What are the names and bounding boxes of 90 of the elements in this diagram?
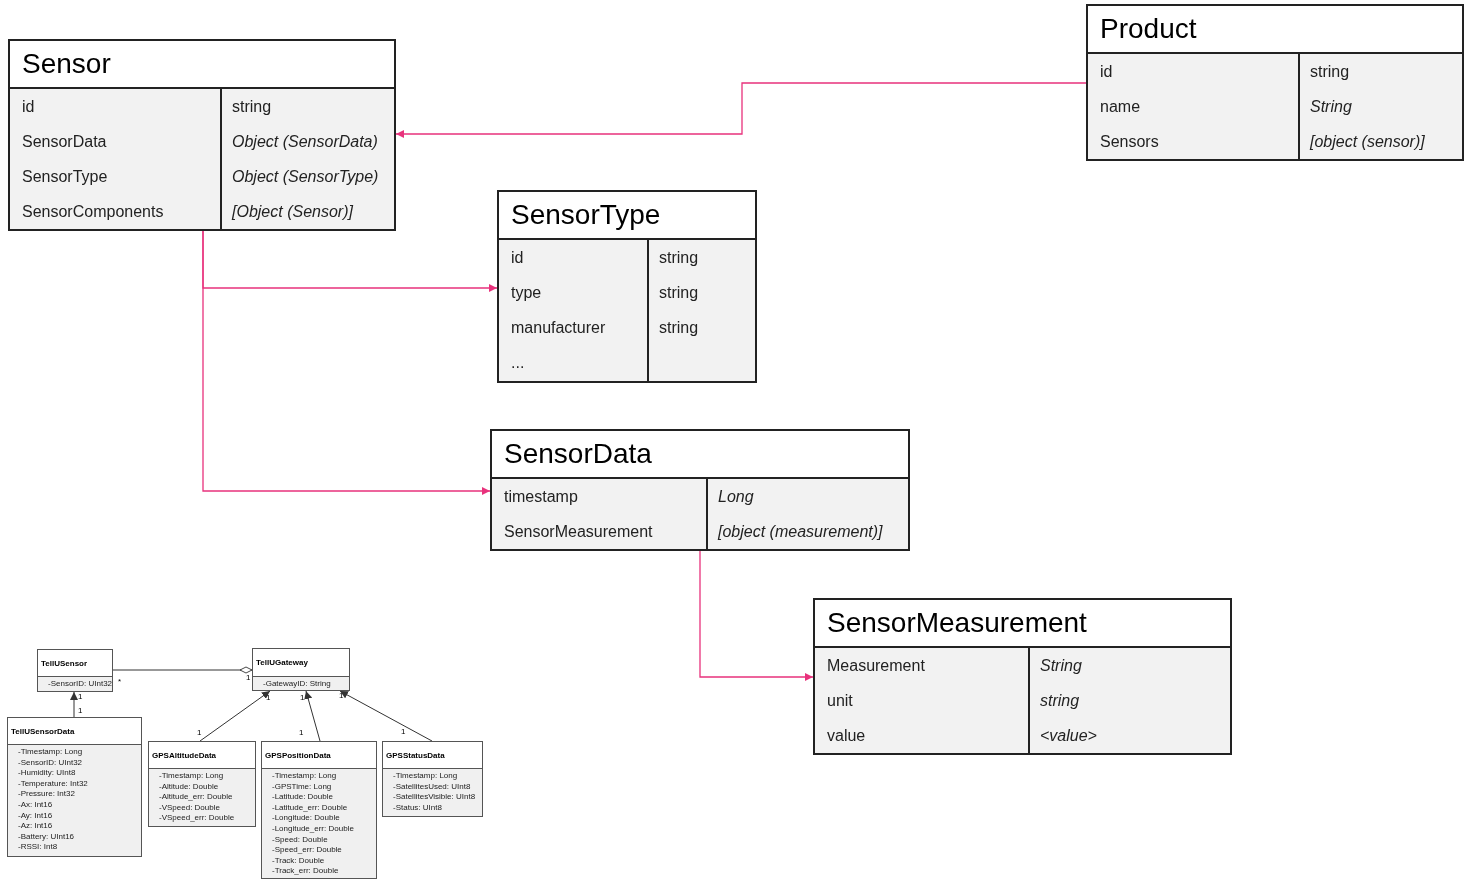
attribute: -Pressure: Int32 [18, 789, 76, 800]
field-type: [Object (Sensor)] [232, 201, 353, 222]
uml-class-box [37, 649, 113, 692]
multiplicity-label: * [118, 678, 122, 686]
attribute: -Speed_err: Double [272, 845, 343, 856]
field-type: String [1040, 655, 1082, 676]
attribute: -Altitude_err: Double [159, 792, 234, 803]
multiplicity-label: 1 [78, 707, 83, 715]
field-type: [object (measurement)] [718, 521, 883, 542]
field-type: string [659, 282, 699, 303]
field-type: String [1310, 96, 1352, 117]
attribute: -Battery: UInt16 [18, 831, 76, 843]
class-table [8, 39, 396, 231]
attribute: -Longitude_err: Double [272, 823, 355, 835]
field-type: string [1040, 690, 1080, 711]
field-name: id [511, 247, 524, 268]
field-name: manufacturer [511, 317, 606, 338]
class-table [490, 429, 910, 551]
class-table [813, 598, 1232, 755]
attribute: -Ay: Int16 [18, 810, 54, 822]
field-type: Long [718, 486, 754, 507]
uml-class-box [148, 741, 256, 827]
connector-arrow [339, 690, 433, 742]
field-name: SensorComponents [22, 201, 164, 222]
attribute: -Longitude: Double [272, 813, 341, 824]
multiplicity-label: 1 [197, 729, 202, 737]
attribute: -Track_err: Double [272, 866, 340, 877]
uml-class-box [252, 648, 350, 691]
multiplicity-label: 1 [300, 694, 305, 702]
connector-arrow [202, 230, 491, 495]
field-type: Object (SensorData) [232, 131, 378, 152]
attribute: -GPSTime: Long [272, 781, 333, 793]
field-name: value [827, 725, 866, 746]
multiplicity-label: 1 [339, 692, 344, 700]
multiplicity-label: 1 [266, 694, 271, 702]
attribute: -RSSI: Int8 [18, 842, 59, 853]
attribute: -Altitude: Double [159, 781, 220, 793]
attribute: -Az: Int16 [18, 821, 54, 832]
connector-arrow [199, 690, 271, 742]
field-type: string [1310, 61, 1350, 82]
attribute: -VSpeed_err: Double [159, 813, 236, 824]
attribute: -Temperature: Int32 [18, 778, 89, 790]
class-table [1086, 4, 1464, 161]
attribute: -Humidity: UInt8 [18, 768, 77, 779]
field-name: id [22, 96, 35, 117]
uml-class-box [261, 741, 377, 879]
attribute: -SensorID: UInt32 [18, 757, 84, 769]
field-name: type [511, 282, 542, 303]
field-type: [object (sensor)] [1310, 131, 1425, 152]
attribute: -VSpeed: Double [159, 802, 221, 814]
field-name: id [1100, 61, 1113, 82]
field-type: string [659, 247, 699, 268]
uml-class-box [7, 717, 142, 857]
field-name: Measurement [827, 655, 925, 676]
field-type: string [232, 96, 272, 117]
multiplicity-label: 1 [401, 728, 406, 736]
attribute: -Timestamp: Long [159, 771, 225, 782]
attribute: -Speed: Double [272, 834, 329, 846]
attribute: -Track: Double [272, 855, 326, 867]
uml-class-box [382, 741, 483, 817]
connector-arrow [70, 691, 78, 718]
multiplicity-label: 1 [78, 693, 83, 701]
connector-arrow [395, 82, 1087, 138]
attribute: -SatellitesVisible: UInt8 [393, 792, 477, 803]
attribute: -Timestamp: Long [393, 771, 459, 782]
field-name: Sensors [1100, 131, 1159, 152]
association-line [112, 666, 253, 674]
field-name: SensorData [22, 131, 107, 152]
field-name: name [1100, 96, 1141, 117]
field-type: <value> [1040, 725, 1097, 746]
field-name: ... [511, 352, 525, 373]
field-name: unit [827, 690, 853, 711]
field-type: string [659, 317, 699, 338]
attribute: -SensorID: UInt32 [48, 679, 112, 690]
attribute: -SatellitesUsed: UInt8 [393, 781, 472, 793]
attribute: -Timestamp: Long [272, 771, 338, 782]
field-name: SensorMeasurement [504, 521, 653, 542]
attribute: -Latitude_err: Double [272, 802, 349, 814]
attribute: -GatewayID: String [263, 679, 332, 690]
attribute: -Latitude: Double [272, 792, 334, 803]
connector-arrow [699, 550, 814, 681]
class-table [497, 190, 757, 383]
connector-arrow [304, 690, 321, 742]
field-name: SensorType [22, 166, 108, 187]
attribute: -Ax: Int16 [18, 799, 54, 811]
field-type: Object (SensorType) [232, 166, 379, 187]
multiplicity-label: 1 [246, 674, 251, 682]
attribute: -Timestamp: Long [18, 747, 84, 758]
attribute: -Status: UInt8 [393, 802, 443, 814]
field-name: timestamp [504, 486, 578, 507]
